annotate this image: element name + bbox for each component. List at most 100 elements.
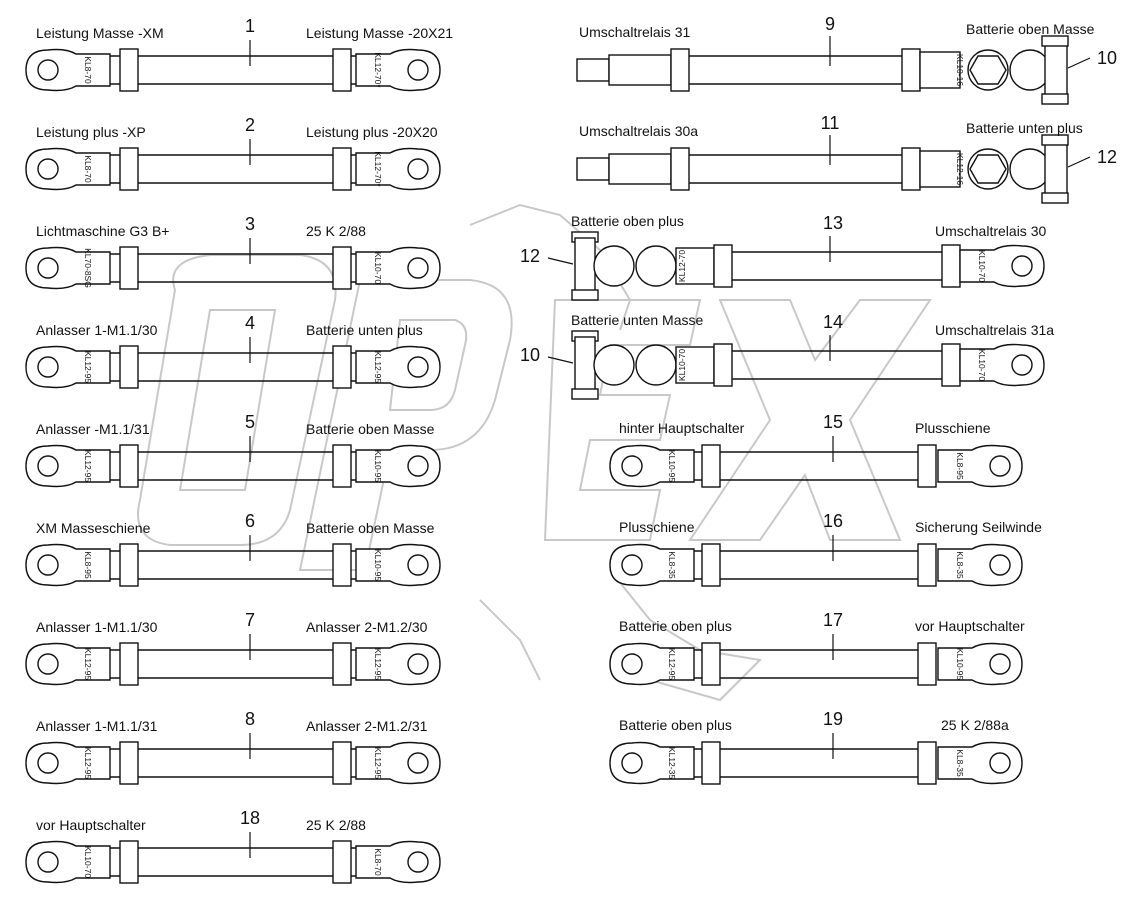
lug-size-label: KL12-16 [955, 153, 965, 185]
clamp-nut [969, 154, 1007, 184]
lug-eye-hole [621, 455, 643, 477]
crimp-sleeve [332, 345, 352, 389]
crimp-sleeve [917, 444, 937, 488]
clamp-nut-bottom [1041, 192, 1069, 204]
lug-size-label: KL8-70 [83, 56, 93, 84]
cable-source-label: Anlasser 1-M1.1/30 [36, 322, 158, 338]
clamp-bolt [1044, 41, 1068, 99]
crimp-sleeve [119, 741, 139, 785]
relay-pin-shank [608, 54, 672, 86]
cable-target-label: Batterie oben Masse [966, 21, 1095, 37]
cable-target-label: Anlasser 2-M1.2/31 [306, 718, 428, 734]
lug-eye-hole [989, 752, 1011, 774]
crimp-sleeve [119, 48, 139, 92]
crimp-sleeve [119, 543, 139, 587]
cable-source-label: Anlasser 1-M1.1/30 [36, 619, 158, 635]
lug-eye-hole [1011, 354, 1033, 376]
crimp-sleeve [901, 48, 921, 92]
lug-eye-hole [407, 653, 429, 675]
lug-size-label: KL10-95 [373, 549, 383, 581]
lug-size-label: KL10-70 [977, 250, 987, 282]
cable-target-label: Leistung plus -20X20 [306, 124, 438, 140]
crimp-sleeve [701, 444, 721, 488]
cable-number: 8 [245, 709, 255, 729]
cable-target-label: Leistung Masse -20X21 [306, 25, 453, 41]
cable-number: 18 [240, 808, 260, 828]
crimp-sleeve [917, 642, 937, 686]
crimp-sleeve [917, 741, 937, 785]
cable-number: 17 [823, 610, 843, 630]
lug-size-label: KL12-70* [373, 52, 383, 88]
lug-size-label: KL12-95 [83, 747, 93, 779]
lug-size-label: KL12-95 [667, 648, 677, 680]
lug-eye-hole [989, 653, 1011, 675]
crimp-sleeve [701, 741, 721, 785]
lug-size-label: KL12-95 [373, 648, 383, 680]
clamp-bolt [574, 237, 596, 295]
cable-number: 6 [245, 511, 255, 531]
lug-size-label: KL10-95 [373, 450, 383, 482]
lug-eye-hole [621, 554, 643, 576]
cable-source-label: Batterie oben plus [571, 213, 684, 229]
cable-number: 1 [245, 16, 255, 36]
lug-size-label: KL10-70 [373, 252, 383, 284]
cable-target-label: 25 K 2/88a [941, 717, 1009, 733]
crimp-sleeve [119, 246, 139, 290]
crimp-sleeve [670, 147, 690, 191]
lug-eye-hole [989, 455, 1011, 477]
lug-size-label: KL70-8SG [83, 248, 93, 288]
lug-size-label: KL10-70 [83, 846, 93, 878]
cable-target-label: Umschaltrelais 30 [935, 223, 1046, 239]
lug-size-label: KL8-95 [83, 551, 93, 579]
lug-size-label: KL12-95 [83, 351, 93, 383]
cable-number: 14 [823, 312, 843, 332]
cable-number: 11 [821, 113, 840, 133]
crimp-sleeve [670, 48, 690, 92]
lug-size-label: KL10-70 [977, 349, 987, 381]
lug-eye-hole [407, 158, 429, 180]
lug-eye-hole [37, 356, 59, 378]
lug-size-label: KL8-70 [373, 848, 383, 876]
lug-eye-hole [989, 554, 1011, 576]
cable-number: 4 [245, 313, 255, 333]
crimp-sleeve [119, 345, 139, 389]
crimp-sleeve [119, 147, 139, 191]
cable-number: 15 [823, 412, 843, 432]
cable-source-label: Umschaltrelais 30a [579, 123, 698, 139]
cable-source-label: Anlasser -M1.1/31 [36, 421, 150, 437]
lug-size-label: KL8-35 [955, 551, 965, 579]
terminal-barrel [919, 51, 961, 89]
cable-number: 5 [245, 412, 255, 432]
cable-target-label: Anlasser 2-M1.2/30 [306, 619, 428, 635]
crimp-sleeve [701, 543, 721, 587]
lug-eye-hole [407, 455, 429, 477]
lug-eye-hole [407, 554, 429, 576]
clamp-nut [969, 55, 1007, 85]
lug-size-label: KL12-95 [83, 450, 93, 482]
relay-pin-shank [608, 153, 672, 185]
callout-leader [1067, 57, 1091, 69]
cable-target-label: Batterie oben Masse [306, 520, 435, 536]
cable-source-label: Umschaltrelais 31 [579, 24, 690, 40]
clamp-bolt-head [635, 245, 677, 287]
crimp-sleeve [332, 840, 352, 884]
lug-size-label: KL10-95 [667, 450, 677, 482]
battery-post-ring [1009, 148, 1051, 190]
cable-source-label: Lichtmaschine G3 B+ [36, 223, 169, 239]
lug-eye-hole [37, 59, 59, 81]
cable-target-label: Batterie unten plus [966, 120, 1083, 136]
crimp-sleeve [332, 147, 352, 191]
terminal-callout: 10 [1097, 48, 1117, 68]
